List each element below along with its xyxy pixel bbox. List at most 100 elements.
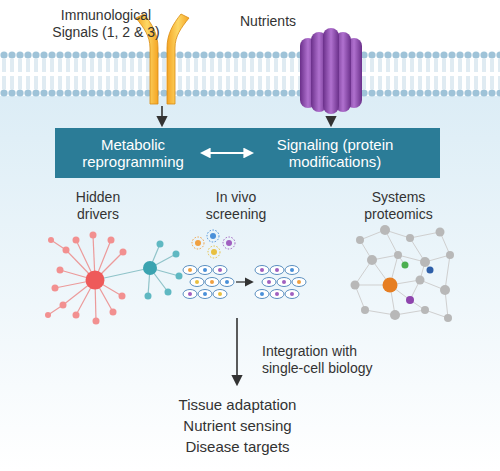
screening-illustration bbox=[203, 268, 207, 272]
screening-illustration bbox=[270, 290, 284, 299]
protein-network bbox=[420, 257, 430, 267]
protein-network bbox=[440, 285, 450, 295]
screening-illustration bbox=[275, 292, 279, 296]
screening-illustration bbox=[297, 280, 301, 284]
screening-illustration bbox=[213, 266, 227, 275]
protein-network bbox=[351, 225, 455, 322]
screening-illustration bbox=[192, 237, 204, 249]
screening-illustration bbox=[290, 292, 294, 296]
hub-network bbox=[143, 241, 183, 300]
protein-network bbox=[410, 232, 440, 238]
screening-illustration bbox=[223, 237, 235, 249]
screening-illustration bbox=[205, 278, 219, 287]
hub-network bbox=[90, 232, 97, 239]
screening-illustration bbox=[285, 266, 299, 275]
screening-illustration bbox=[218, 292, 222, 296]
protein-network bbox=[390, 310, 400, 320]
screening-illustration bbox=[213, 290, 227, 299]
channel-symbol bbox=[323, 28, 339, 114]
nutrient-arrow bbox=[330, 116, 332, 125]
caption-label: Nutrients bbox=[240, 13, 310, 30]
hub-network bbox=[119, 293, 126, 300]
band-text: Metabolic reprogramming bbox=[63, 136, 203, 170]
hub-network bbox=[52, 285, 59, 292]
caption-label: In vivo screening bbox=[196, 189, 276, 223]
screening-illustration bbox=[198, 290, 212, 299]
protein-network bbox=[356, 236, 364, 244]
protein-network bbox=[444, 314, 452, 322]
hub-network bbox=[86, 271, 105, 290]
screening-illustration bbox=[203, 292, 207, 296]
screening-illustration bbox=[292, 278, 306, 287]
process-band: Metabolic reprogrammingSignaling (protei… bbox=[55, 128, 440, 178]
protein-network bbox=[380, 225, 390, 235]
screening-illustration bbox=[190, 278, 204, 287]
hub-network bbox=[145, 293, 152, 300]
screening-illustration bbox=[195, 233, 232, 255]
screening-illustration bbox=[207, 230, 219, 242]
caption-label: Disease targets bbox=[140, 438, 335, 456]
screening-illustration bbox=[218, 268, 222, 272]
caption-label: Integration with single-cell biology bbox=[262, 343, 390, 377]
screening-illustration bbox=[210, 280, 214, 284]
screening-illustration bbox=[225, 280, 229, 284]
hub-network bbox=[45, 312, 51, 318]
hub-network bbox=[157, 241, 164, 248]
protein-network bbox=[436, 228, 445, 237]
screening-illustration bbox=[192, 230, 235, 258]
protein-network bbox=[351, 281, 360, 290]
screening-illustration bbox=[198, 266, 212, 275]
protein-network bbox=[361, 306, 369, 314]
screening-illustration bbox=[262, 278, 276, 287]
protein-network bbox=[427, 267, 434, 274]
hub-network bbox=[57, 267, 64, 274]
screening-illustration bbox=[260, 268, 264, 272]
screening-illustration bbox=[188, 292, 192, 296]
hub-network bbox=[165, 289, 172, 296]
screening-illustration bbox=[277, 278, 291, 287]
hub-network bbox=[108, 237, 115, 244]
caption-label: Tissue adaptation bbox=[140, 396, 335, 414]
hub-network bbox=[45, 232, 127, 325]
protein-network bbox=[383, 278, 398, 293]
protein-network bbox=[406, 234, 414, 242]
screening-illustration bbox=[285, 290, 299, 299]
caption-label: Hidden drivers bbox=[58, 189, 138, 223]
hub-network bbox=[110, 309, 117, 316]
protein-network bbox=[445, 255, 450, 290]
screening-illustration bbox=[275, 268, 279, 272]
screening-illustration bbox=[183, 230, 306, 299]
screening-illustration bbox=[255, 290, 269, 299]
screening-illustration bbox=[270, 266, 284, 275]
signal-arrow bbox=[161, 106, 163, 125]
caption-label: Nutrient sensing bbox=[140, 417, 335, 435]
hub-network bbox=[60, 302, 67, 309]
screening-illustration bbox=[183, 266, 197, 275]
hub-network bbox=[93, 318, 100, 325]
protein-network bbox=[351, 225, 455, 322]
protein-network bbox=[406, 296, 414, 304]
screening-illustration bbox=[282, 280, 286, 284]
hub-network bbox=[120, 249, 127, 256]
screening-illustration bbox=[211, 249, 217, 255]
hub-network bbox=[173, 251, 180, 258]
screening-illustration bbox=[267, 280, 271, 284]
screening-illustration bbox=[195, 240, 201, 246]
hub-network bbox=[176, 273, 183, 280]
protein-network bbox=[367, 255, 377, 265]
screening-illustration bbox=[188, 268, 301, 296]
screening-illustration bbox=[210, 233, 216, 239]
protein-network bbox=[402, 262, 409, 269]
protein-network bbox=[446, 251, 454, 259]
screening-illustration bbox=[188, 268, 192, 272]
screening-illustration bbox=[208, 246, 220, 258]
hub-network bbox=[45, 232, 183, 325]
protein-network bbox=[394, 251, 402, 259]
hub-network bbox=[73, 312, 80, 319]
receptor-symbol bbox=[167, 14, 189, 104]
screening-illustration bbox=[183, 266, 306, 299]
protein-network bbox=[355, 230, 450, 318]
protein-network bbox=[421, 306, 429, 314]
hub-network bbox=[73, 237, 80, 244]
